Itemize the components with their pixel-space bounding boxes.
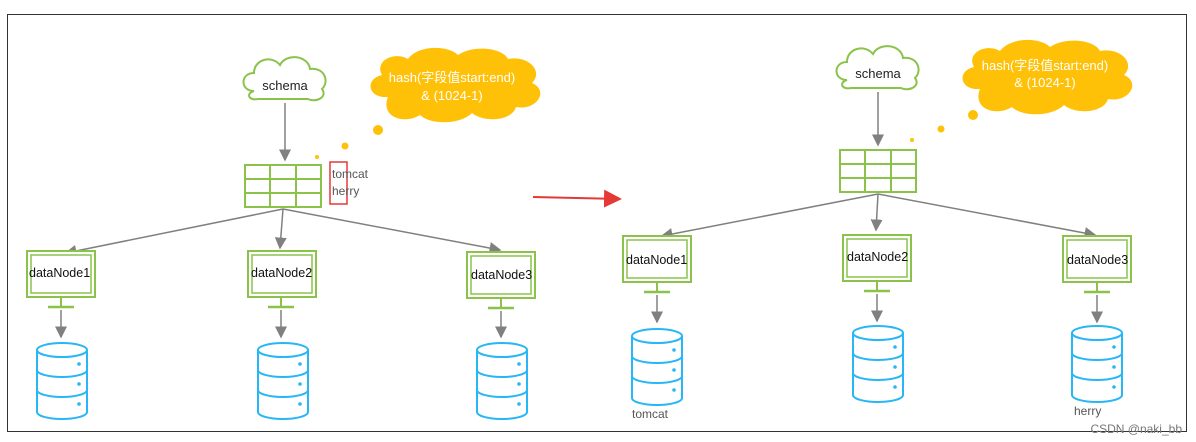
data-node-label: dataNode3: [471, 268, 532, 282]
values-highlight-box: [329, 161, 348, 205]
db3-value-label: herry: [1074, 404, 1101, 418]
routing-table-grid: [839, 149, 917, 193]
data-node-3: dataNode3: [1062, 235, 1132, 294]
data-node-label: dataNode2: [251, 266, 312, 280]
database-icon: [257, 342, 309, 420]
database-icon: [36, 342, 88, 420]
thought-dot: [373, 125, 383, 135]
value-herry: herry: [332, 184, 359, 198]
database-icon: [476, 342, 528, 420]
transition-arrow: [532, 189, 622, 208]
thought-dot: [910, 138, 914, 142]
watermark: CSDN @naki_bb: [1090, 422, 1182, 436]
data-node-label: dataNode2: [847, 250, 908, 264]
thought-dot: [968, 110, 978, 120]
schema-label: schema: [262, 78, 308, 93]
data-node-label: dataNode1: [29, 266, 90, 280]
value-tomcat: tomcat: [332, 167, 369, 181]
data-node-label: dataNode1: [626, 253, 687, 267]
data-node-3: dataNode3: [466, 251, 536, 310]
database-icon: [1071, 325, 1123, 403]
hash-expression-line1: hash(字段值start:end): [982, 58, 1108, 73]
routing-table-grid: [244, 164, 322, 208]
hash-expression-line1: hash(字段值start:end): [389, 70, 515, 85]
schema-label: schema: [855, 66, 901, 81]
thought-dot: [341, 142, 349, 150]
data-node-2: dataNode2: [842, 234, 912, 293]
database-icon: [852, 325, 904, 403]
thought-dot: [315, 155, 319, 159]
right-diagram: schema hash(字段值start:end) & (1024-1) dat…: [622, 39, 1133, 421]
db1-value-label: tomcat: [632, 407, 669, 421]
hash-thought-cloud: [370, 47, 541, 123]
data-node-1: dataNode1: [26, 250, 96, 309]
thought-dot: [937, 125, 945, 133]
database-icon: [631, 328, 683, 406]
left-diagram: schema hash(字段值start:end) & (1024-1) tom…: [26, 47, 541, 420]
data-node-label: dataNode3: [1067, 253, 1128, 267]
hash-expression-line2: & (1024-1): [1014, 75, 1075, 90]
data-node-2: dataNode2: [247, 250, 317, 309]
diagram-frame: [7, 14, 1187, 432]
data-node-1: dataNode1: [622, 235, 692, 294]
hash-expression-line2: & (1024-1): [421, 88, 482, 103]
